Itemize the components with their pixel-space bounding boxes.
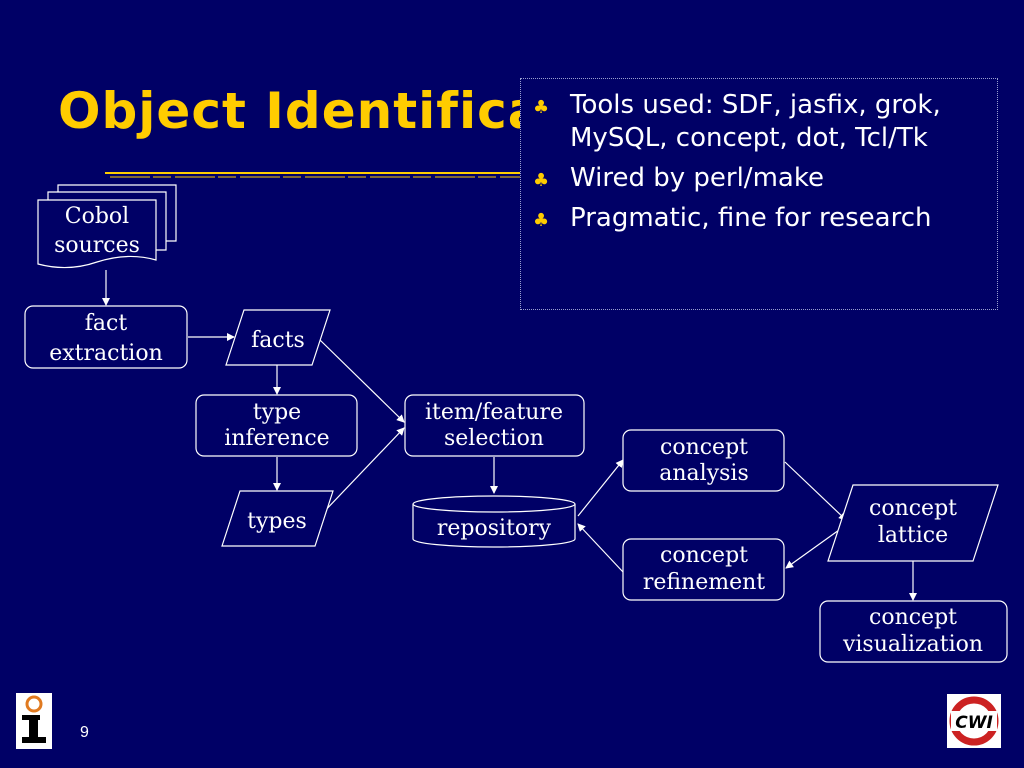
connector-arrows	[102, 270, 917, 601]
cobol-sources-line1: Cobol	[65, 204, 129, 229]
arrow-refinement-to-repository	[577, 523, 624, 573]
bullet-item: ♣ Pragmatic, fine for research	[533, 202, 989, 235]
item-feature-selection-node: item/feature selection	[404, 394, 585, 457]
types-node: types	[221, 490, 334, 547]
bullet-text: Wired by perl/make	[570, 163, 824, 193]
bullet-item: ♣ Tools used: SDF, jasfix, grok, MySQL, …	[533, 89, 989, 155]
title-underline	[105, 172, 525, 178]
concept-visualization-node: concept visualization	[819, 600, 1008, 663]
bullet-list: ♣ Tools used: SDF, jasfix, grok, MySQL, …	[520, 78, 998, 310]
arrow-lattice-to-refinement	[785, 524, 847, 569]
bullet-text: Pragmatic, fine for research	[570, 203, 932, 233]
types-label: types	[247, 509, 307, 534]
arrow-types-to-selection	[319, 427, 405, 517]
type-inference-line1: type	[253, 400, 301, 425]
fact-extraction-line1: fact	[85, 311, 128, 336]
concept-lattice-line1: concept	[869, 496, 957, 521]
concept-analysis-line1: concept	[660, 435, 748, 460]
concept-refinement-line1: concept	[660, 543, 748, 568]
concept-lattice-node: concept lattice	[827, 484, 999, 562]
club-bullet-icon: ♣	[533, 97, 550, 118]
arrow-analysis-to-lattice	[784, 461, 847, 521]
concept-visualization-line1: concept	[869, 605, 957, 630]
club-bullet-icon: ♣	[533, 170, 550, 191]
item-feature-selection-line1: item/feature	[425, 400, 563, 425]
concept-analysis-node: concept analysis	[622, 429, 785, 492]
cobol-sources-line2: sources	[54, 233, 140, 258]
fact-extraction-line2: extraction	[49, 341, 163, 366]
bullet-text: Tools used: SDF, jasfix, grok, MySQL, co…	[570, 90, 941, 153]
fact-extraction-node: fact extraction	[24, 305, 188, 369]
page-number: 9	[80, 724, 89, 741]
type-inference-node: type inference	[195, 394, 358, 457]
repository-label: repository	[437, 516, 552, 541]
type-inference-line2: inference	[224, 426, 329, 451]
bullet-item: ♣ Wired by perl/make	[533, 162, 989, 195]
concept-analysis-line2: analysis	[659, 461, 748, 486]
repository-node: repository	[412, 495, 576, 548]
club-bullet-icon: ♣	[533, 210, 550, 231]
facts-label: facts	[251, 328, 305, 353]
cwi-logo-text: CWI	[955, 713, 993, 733]
cobol-sources-node: Cobol sources	[37, 184, 177, 269]
cwi-logo: CWI	[947, 694, 1001, 748]
facts-node: facts	[225, 309, 331, 366]
concept-lattice-line2: lattice	[878, 523, 948, 548]
item-feature-selection-line2: selection	[444, 426, 544, 451]
concept-visualization-line2: visualization	[842, 632, 983, 657]
arrow-repository-to-analysis	[577, 459, 624, 517]
concept-refinement-node: concept refinement	[622, 538, 785, 601]
concept-refinement-line2: refinement	[643, 570, 765, 595]
institute-logo	[16, 693, 52, 749]
arrow-facts-to-selection	[319, 339, 405, 423]
